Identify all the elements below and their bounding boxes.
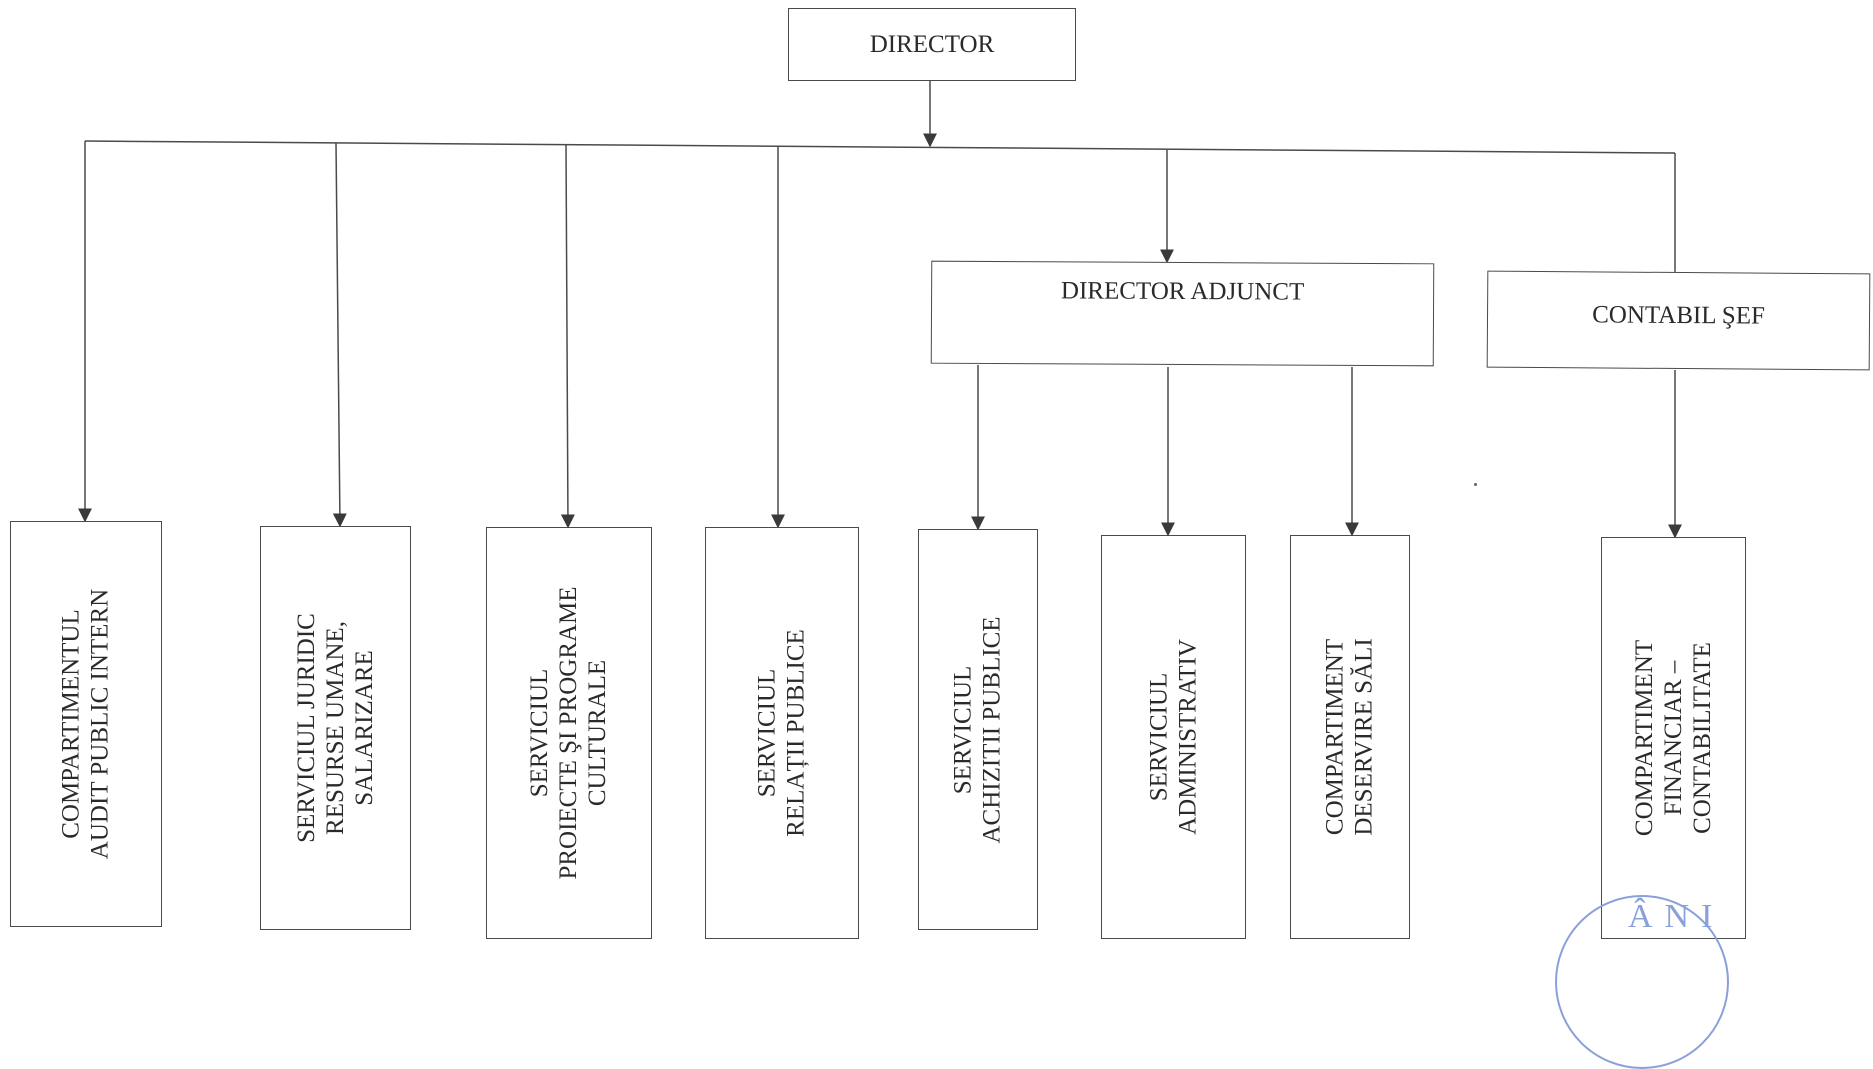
director-label: DIRECTOR <box>869 30 995 58</box>
unit-box-deservire: COMPARTIMENT DESERVIRE SĂLI <box>1290 535 1410 939</box>
connector-juridic <box>332 142 347 528</box>
unit-label-line: CULTURALE <box>583 659 611 807</box>
org-chart-connectors <box>78 80 1682 539</box>
unit-label-line: RELAȚII PUBLICE <box>782 629 809 837</box>
connector-main-horizontal <box>84 140 1676 154</box>
unit-box-audit: COMPARTIMENTUL AUDIT PUBLIC INTERN <box>10 521 162 927</box>
unit-label-line: AUDIT PUBLIC INTERN <box>86 588 113 860</box>
director-adjunct-label: DIRECTOR ADJUNCT <box>1060 276 1305 306</box>
unit-label-line: SERVICIUL JURIDIC <box>292 613 320 843</box>
unit-label-line: RESURSE UMANE, <box>321 621 349 835</box>
unit-box-financiar: COMPARTIMENT FINANCIAR – CONTABILITATE <box>1601 537 1746 939</box>
director-adjunct-box: DIRECTOR ADJUNCT <box>930 260 1435 367</box>
contabil-sef-label: CONTABIL ŞEF <box>1592 300 1766 330</box>
unit-label-line: SERVICIUL <box>753 668 781 798</box>
unit-label-line: FINANCIAR – <box>1659 660 1687 816</box>
unit-label-line: COMPARTIMENTUL <box>57 609 85 839</box>
unit-label-line: CONTABILITATE <box>1687 642 1715 834</box>
unit-label-line: SERVICIUL <box>525 668 553 798</box>
stamp-text: ÂNI <box>1628 898 1725 935</box>
unit-label-line: PROIECTE ŞI PROGRAME <box>554 586 582 880</box>
unit-label-line: SERVICIUL <box>1144 672 1172 802</box>
unit-label-line: ACHIZITII PUBLICE <box>978 615 1005 844</box>
director-box: DIRECTOR <box>788 8 1076 81</box>
unit-box-achizitii: SERVICIUL ACHIZITII PUBLICE <box>918 529 1038 930</box>
unit-label-line: SALARIZARE <box>349 650 377 806</box>
connector-proiecte <box>560 144 575 529</box>
contabil-sef-box: CONTABIL ŞEF <box>1486 270 1871 371</box>
unit-box-administrativ: SERVICIUL ADMINISTRATIV <box>1101 535 1246 939</box>
unit-box-juridic: SERVICIUL JURIDIC RESURSE UMANE, SALARIZ… <box>260 526 411 930</box>
unit-label-line: ADMINISTRATIV <box>1173 639 1201 835</box>
scan-speck <box>1474 483 1477 486</box>
unit-label-line: COMPARTIMENT <box>1630 639 1658 837</box>
unit-label-line: DESERVIRE SĂLI <box>1350 638 1377 836</box>
unit-box-proiecte: SERVICIUL PROIECTE ŞI PROGRAME CULTURALE <box>486 527 652 939</box>
unit-label-line: SERVICIUL <box>949 665 977 794</box>
unit-label-line: COMPARTIMENT <box>1321 638 1349 836</box>
unit-box-relatii: SERVICIUL RELAȚII PUBLICE <box>705 527 859 939</box>
